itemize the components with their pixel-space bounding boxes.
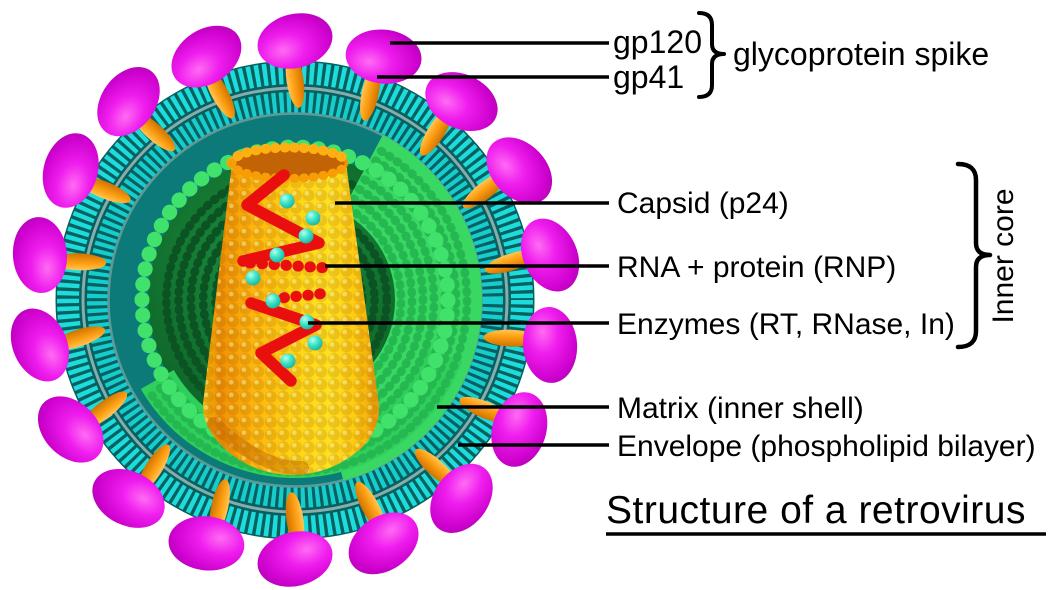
gp120-knob xyxy=(491,392,548,467)
enzyme-dot xyxy=(269,247,285,263)
glycoprotein-spike xyxy=(257,13,333,108)
glycoprotein-spike xyxy=(37,391,128,463)
gp120-knob xyxy=(520,218,580,292)
label-capsid: Capsid (p24) xyxy=(617,187,789,220)
gp120-knob xyxy=(257,531,333,587)
label-matrix: Matrix (inner shell) xyxy=(617,392,864,425)
glycoprotein-spike xyxy=(42,133,131,208)
labels: gp120 gp41 glycoprotein spike Capsid (p2… xyxy=(606,24,1046,536)
braces xyxy=(697,11,993,350)
glycoprotein-brace xyxy=(697,11,726,99)
gp120-knob xyxy=(42,133,99,208)
inner-core-brace xyxy=(955,161,993,350)
capsid-rim-beads-front xyxy=(227,158,351,183)
gp120-knob xyxy=(171,25,242,88)
label-glycoprotein-spike: glycoprotein spike xyxy=(733,36,989,72)
gp120-knob xyxy=(168,516,245,571)
label-gp41: gp41 xyxy=(613,59,684,95)
enzyme-dot xyxy=(265,293,281,309)
glycoprotein-spike xyxy=(414,448,493,534)
rna-bead-segment-2 xyxy=(266,287,334,305)
glycoprotein-spike xyxy=(92,444,171,528)
gp120-knob xyxy=(348,512,419,575)
glycoprotein-spike xyxy=(483,307,578,383)
enzyme-dots xyxy=(245,193,323,369)
glycoprotein-spike xyxy=(97,66,176,152)
glycoprotein-spike xyxy=(348,481,419,575)
gp120-knob xyxy=(92,468,165,528)
label-inner-core: Inner core xyxy=(987,188,1020,323)
glycoprotein-spike xyxy=(10,308,106,382)
figure-title: Structure of a retrovirus xyxy=(606,489,1026,532)
label-envelope: Envelope (phospholipid bilayer) xyxy=(617,430,1036,463)
gp120-knob xyxy=(486,137,553,204)
matrix-sphere-texture xyxy=(144,146,472,477)
gp120-knob xyxy=(10,308,70,382)
glycoprotein-spike xyxy=(171,25,242,119)
enzyme-dot xyxy=(307,335,323,351)
glycoprotein-spike xyxy=(462,137,553,209)
glycoprotein-spike xyxy=(459,392,548,467)
glycoprotein-spike xyxy=(12,217,107,293)
glycoprotein-spike xyxy=(168,479,245,571)
label-enzymes: Enzymes (RT, RNase, In) xyxy=(617,308,955,341)
enzyme-dot xyxy=(245,270,261,286)
rna-bead-segment-1 xyxy=(244,257,334,274)
rna-lower-zigzag xyxy=(245,297,322,387)
capsid-bowl-shade xyxy=(207,417,309,475)
gp120-knob xyxy=(523,307,578,383)
glycoprotein-spike xyxy=(419,72,498,156)
rna-ribbon xyxy=(237,169,334,387)
label-rna-protein: RNA + protein (RNP) xyxy=(617,251,896,284)
gp120-knob xyxy=(425,72,498,132)
enzyme-dot xyxy=(299,314,315,330)
capsid-rim-beads-back xyxy=(226,142,352,168)
gp120-knob xyxy=(12,217,67,293)
gp120-knob xyxy=(97,66,160,137)
gp120-knob xyxy=(430,463,493,534)
label-gp120: gp120 xyxy=(613,24,702,60)
leader-lines xyxy=(308,41,609,447)
glycoprotein-spike xyxy=(257,492,333,587)
gp120-knob xyxy=(257,13,333,69)
gp120-knob xyxy=(37,396,104,463)
enzyme-dot xyxy=(279,193,295,209)
enzyme-dot xyxy=(298,228,314,244)
enzyme-dot xyxy=(305,210,321,226)
enzyme-dot xyxy=(280,353,296,369)
